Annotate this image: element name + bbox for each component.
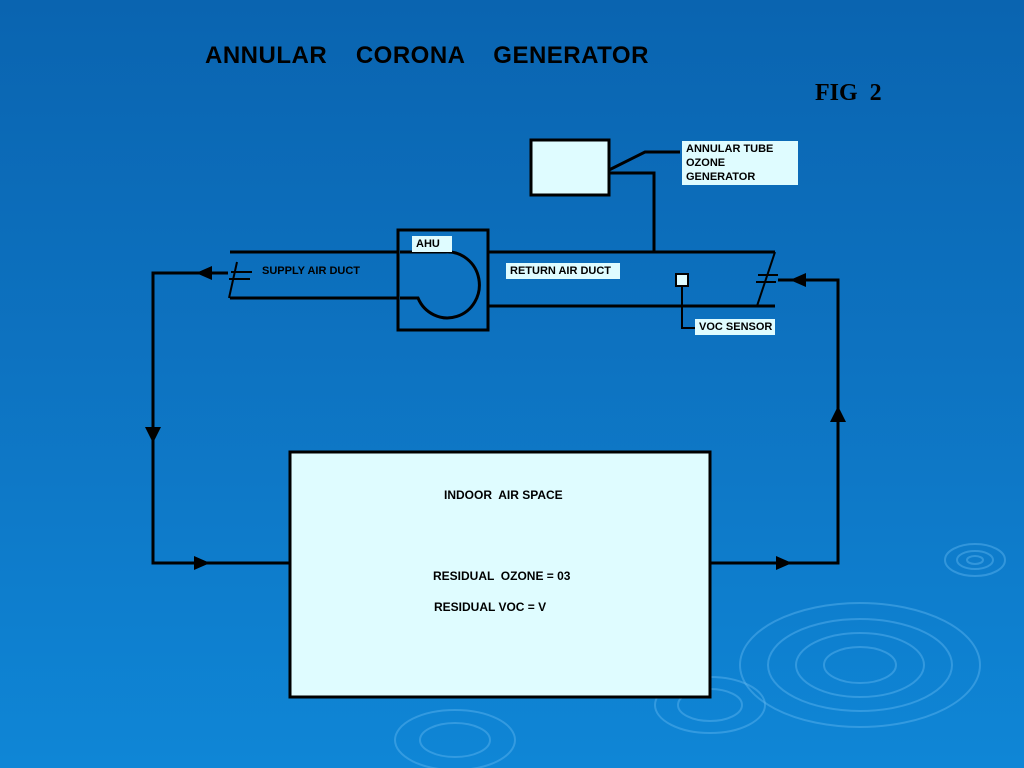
return-arrow-right — [776, 556, 792, 570]
ahu-label: AHU — [412, 236, 452, 252]
supply-arrow-down — [145, 427, 161, 443]
voc-sensor-marker — [675, 273, 689, 287]
supply-airflow-line — [151, 271, 290, 565]
return-damper-blade — [756, 251, 776, 307]
return-arrow-left — [790, 273, 806, 287]
supply-arrow-right — [194, 556, 210, 570]
voc-sensor-leader — [681, 286, 698, 329]
slide-title: ANNULAR CORONA GENERATOR — [205, 42, 649, 69]
ozone-feed-line — [609, 171, 656, 252]
indoor-air-space-box — [288, 450, 712, 699]
residual-voc-text: RESIDUAL VOC = V — [434, 600, 547, 614]
supply-arrow-left — [196, 266, 212, 280]
return-arrow-up — [830, 406, 846, 422]
return-air-duct-label: RETURN AIR DUCT — [506, 263, 620, 279]
fig-label: FIG 2 — [815, 80, 882, 106]
ozone-generator-label-line2: OZONE GENERATOR — [686, 157, 756, 183]
indoor-air-space-title: INDOOR AIR SPACE — [444, 488, 563, 502]
ozone-generator-label: ANNULAR TUBE OZONE GENERATOR — [682, 141, 798, 185]
ozone-generator-label-line1: ANNULAR TUBE — [686, 143, 774, 155]
voc-sensor-label: VOC SENSOR — [695, 319, 775, 335]
ozone-generator-box — [529, 138, 611, 197]
supply-air-duct-label: SUPPLY AIR DUCT — [262, 265, 361, 277]
ahu-fan-scroll — [400, 250, 481, 320]
ozone-label-leader — [608, 150, 680, 172]
residual-ozone-text: RESIDUAL OZONE = 03 — [433, 569, 571, 583]
